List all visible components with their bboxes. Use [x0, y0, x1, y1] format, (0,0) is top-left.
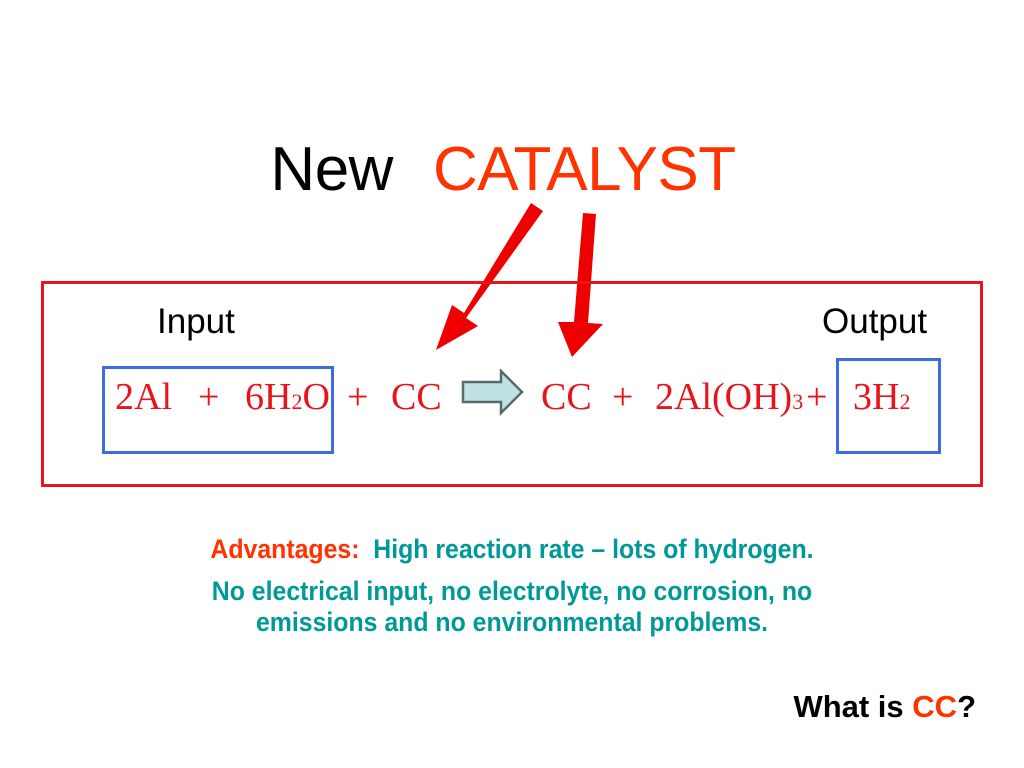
output-highlight-box [836, 358, 941, 454]
plus-sign: + [612, 376, 634, 418]
plus-sign: + [806, 376, 828, 418]
water-subscript: 2 [291, 389, 303, 414]
hydrogen-subscript: 2 [899, 389, 911, 414]
advantages-line-1: Advantages: High reaction rate – lots of… [41, 533, 983, 565]
closing-question: What is CC? [793, 688, 976, 726]
product-catalyst: CC [541, 376, 592, 418]
input-label: Input [157, 302, 235, 341]
reactant-water: 6H2O [245, 375, 330, 424]
question-highlight: CC [912, 689, 958, 724]
title-highlight: CATALYST [432, 135, 736, 204]
reaction-arrow-icon [461, 369, 524, 417]
output-label: Output [822, 302, 928, 341]
plus-sign: + [347, 376, 369, 418]
advantages-text-1: High reaction rate – lots of hydrogen. [373, 534, 814, 564]
reactant-aluminum: 2Al [115, 376, 172, 418]
advantages-line-2: No electrical input, no electrolyte, no … [211, 576, 813, 606]
reaction-box [41, 281, 983, 487]
reactant-catalyst: CC [391, 376, 442, 418]
water-main: 6H [245, 376, 292, 418]
water-tail: O [302, 376, 330, 418]
plus-sign: + [198, 376, 220, 418]
question-suffix: ? [957, 689, 976, 724]
hydrogen-main: 3H [853, 376, 900, 418]
title-prefix: New [270, 135, 393, 204]
slide-title: New CATALYST [0, 132, 1024, 208]
input-highlight-box [102, 366, 334, 454]
product-hydrogen: 3H2 [853, 375, 910, 424]
advantages-label: Advantages: [210, 534, 360, 564]
hydroxide-main: 2Al(OH) [655, 376, 793, 418]
question-prefix: What is [793, 689, 913, 724]
advantages-line-3: emissions and no environmental problems. [255, 607, 769, 637]
product-aluminum-hydroxide: 2Al(OH)3 [655, 375, 803, 424]
hydroxide-subscript: 3 [792, 389, 804, 414]
